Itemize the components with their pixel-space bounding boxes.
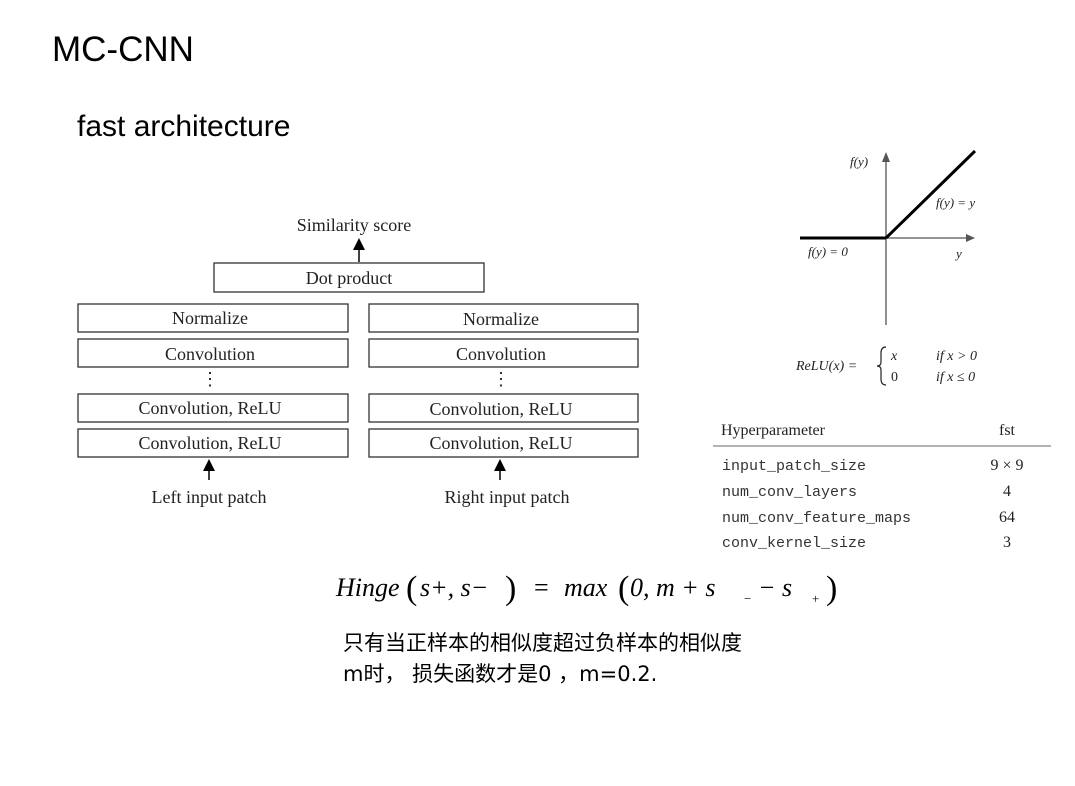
- right-conv-relu-box-2: [368, 428, 639, 458]
- right-conv-relu-label-2: Convolution, ReLU: [430, 433, 573, 453]
- relu-plot: f(y) y f(y) = 0 f(y) = y: [800, 149, 977, 325]
- left-conv-relu-box-2: [77, 428, 349, 458]
- hinge-lhs-close-paren: ): [505, 570, 516, 607]
- table-row-value: 4: [1003, 483, 1011, 500]
- left-input-label: Left input patch: [152, 487, 267, 507]
- hinge-lhs-open-paren: (: [406, 570, 417, 607]
- similarity-score-label: Similarity score: [297, 215, 411, 235]
- left-normalize-box: [77, 303, 349, 333]
- table-row-name: num_conv_layers: [722, 484, 857, 501]
- right-normalize-box: [368, 303, 639, 333]
- table-row-name: conv_kernel_size: [722, 535, 866, 552]
- relu-case2-value: 0: [891, 370, 898, 385]
- table-row-value: 3: [1003, 534, 1011, 551]
- loss-explanation-line-1: 只有当正样本的相似度超过负样本的相似度: [343, 631, 742, 655]
- relu-case1-value: x: [890, 349, 898, 364]
- relu-y-label: f(y): [850, 154, 868, 169]
- relu-formula: ReLU(x) = x if x > 0 0 if x ≤ 0: [795, 346, 977, 386]
- hyperparameter-table: Hyperparameter fst input_patch_size 9 × …: [713, 422, 1051, 552]
- left-conv-label: Convolution: [165, 344, 255, 364]
- right-input-arrow-head: [494, 459, 506, 471]
- relu-formula-lhs: ReLU(x) =: [795, 359, 857, 374]
- right-input-label: Right input patch: [445, 487, 570, 507]
- relu-case2-condition: if x ≤ 0: [936, 370, 975, 385]
- hinge-rhs-close-paren: ): [826, 570, 837, 607]
- table-row-name: num_conv_feature_maps: [722, 510, 911, 527]
- relu-formula-brace: [876, 346, 887, 386]
- hinge-rhs-open-paren: (: [618, 570, 629, 607]
- table-row-name: input_patch_size: [722, 458, 866, 475]
- hinge-rhs-minus: − s: [758, 573, 792, 602]
- hinge-sub-plus: +: [812, 591, 819, 606]
- right-conv-box: [368, 338, 639, 368]
- table-header-name: Hyperparameter: [721, 422, 826, 439]
- relu-case1-condition: if x > 0: [936, 349, 977, 364]
- table-row-value: 64: [999, 509, 1015, 526]
- left-input-arrow-head: [203, 459, 215, 471]
- hinge-equals: =: [534, 573, 549, 602]
- left-ellipsis: ⋮: [201, 369, 219, 389]
- relu-x-label: y: [954, 246, 962, 261]
- relu-right-branch: [884, 149, 977, 240]
- hinge-lhs-name: Hinge: [335, 573, 400, 602]
- loss-explanation-line-2: m时， 损失函数才是0 ，m=0.2.: [343, 662, 658, 686]
- hinge-rhs-args: 0, m + s: [630, 573, 715, 602]
- left-normalize-label: Normalize: [172, 308, 248, 328]
- left-branch: Normalize Convolution ⋮ Convolution, ReL…: [77, 303, 349, 507]
- right-conv-label: Convolution: [456, 344, 546, 364]
- right-normalize-label: Normalize: [463, 309, 539, 329]
- left-conv-box: [77, 338, 349, 368]
- dot-product-box: [213, 262, 485, 293]
- right-conv-relu-box-1: [368, 393, 639, 423]
- dot-product-label: Dot product: [306, 268, 392, 288]
- relu-x-axis-arrow: [966, 234, 975, 242]
- left-conv-relu-label-2: Convolution, ReLU: [139, 433, 282, 453]
- relu-left-branch-label: f(y) = 0: [808, 244, 848, 259]
- right-branch: Normalize Convolution ⋮ Convolution, ReL…: [368, 303, 639, 507]
- right-conv-relu-label-1: Convolution, ReLU: [430, 399, 573, 419]
- slide-title: MC-CNN: [52, 30, 194, 69]
- table-row-value: 9 × 9: [990, 457, 1023, 474]
- left-conv-relu-label-1: Convolution, ReLU: [139, 398, 282, 418]
- relu-y-axis-arrow: [882, 152, 890, 162]
- output-arrow-head: [353, 238, 365, 250]
- relu-right-branch-label: f(y) = y: [936, 195, 975, 210]
- hinge-sub-minus: −: [744, 591, 751, 606]
- hinge-formula: Hinge ( s+, s− ) = max ( 0, m + s − − s …: [335, 570, 837, 607]
- hinge-lhs-args: s+, s−: [420, 573, 488, 602]
- table-header-value: fst: [999, 422, 1016, 439]
- slide-subtitle: fast architecture: [77, 110, 291, 143]
- left-conv-relu-box-1: [77, 393, 349, 423]
- hinge-rhs-name: max: [564, 573, 608, 602]
- loss-explanation: 只有当正样本的相似度超过负样本的相似度 m时， 损失函数才是0 ，m=0.2.: [343, 628, 742, 690]
- right-ellipsis: ⋮: [492, 369, 510, 389]
